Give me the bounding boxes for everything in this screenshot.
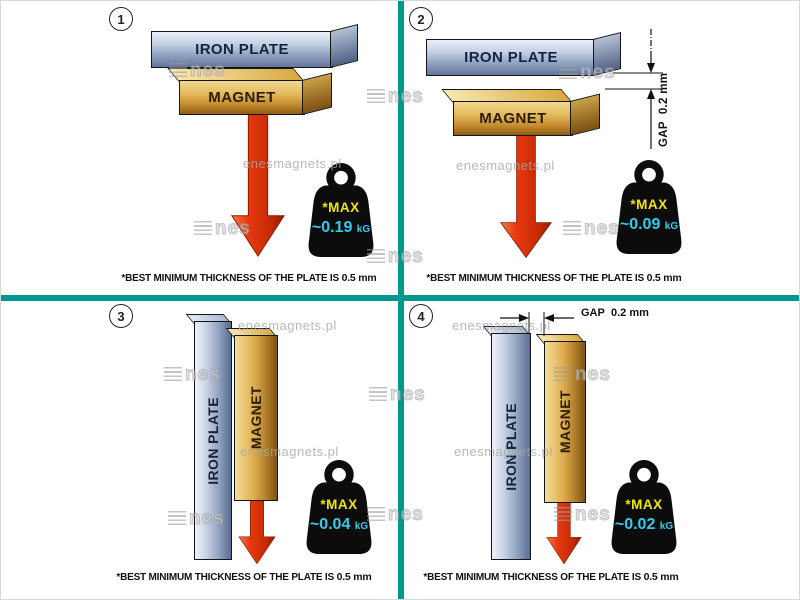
site-watermark: enesmagnets.pl <box>452 318 551 333</box>
site-watermark: enesmagnets.pl <box>456 158 555 173</box>
enes-logo-watermark: nes <box>169 61 226 81</box>
pull-force-arrow <box>231 114 285 257</box>
enes-logo-icon <box>367 248 385 265</box>
iron-plate-label: IRON PLATE <box>205 396 221 485</box>
iron-plate-3: IRON PLATE <box>194 321 232 560</box>
kettlebell-icon <box>611 459 677 555</box>
weight-icon: *MAX ~0.09 kG <box>609 159 689 257</box>
enes-logo-icon <box>369 386 387 403</box>
magnet-label: MAGNET <box>479 110 547 127</box>
iron-plate-label: IRON PLATE <box>195 41 289 58</box>
enes-logo-icon <box>559 64 577 81</box>
enes-logo-watermark: nes <box>559 63 616 83</box>
iron-plate-label: IRON PLATE <box>464 49 558 66</box>
kettlebell-icon <box>306 459 372 555</box>
max-label: *MAX <box>625 497 663 512</box>
weight-icon: *MAX ~0.04 kG <box>299 459 379 557</box>
enes-logo-icon <box>563 220 581 237</box>
panel-2-caption: *BEST MINIMUM THICKNESS OF THE PLATE IS … <box>426 272 682 284</box>
enes-logo-icon <box>168 510 186 527</box>
site-watermark: enesmagnets.pl <box>238 318 337 333</box>
gap-label-vertical: GAP 0.2 mm <box>658 72 670 147</box>
panel-1-caption: *BEST MINIMUM THICKNESS OF THE PLATE IS … <box>121 272 377 284</box>
magnet-label: MAGNET <box>557 390 573 454</box>
panel-4-number: 4 <box>409 304 433 328</box>
enes-logo-watermark: nes <box>554 505 611 525</box>
max-label: *MAX <box>322 200 360 215</box>
magnet-side-face <box>302 72 332 115</box>
horizontal-divider <box>1 295 799 301</box>
site-watermark: enesmagnets.pl <box>240 444 339 459</box>
max-force-value: ~0.09 kG <box>619 216 679 233</box>
magnet-2: MAGNET <box>453 101 573 136</box>
enes-logo-watermark: nes <box>367 247 424 267</box>
magnet-label: MAGNET <box>248 386 264 450</box>
magnet-1: MAGNET <box>179 80 305 115</box>
pull-force-arrow <box>499 135 553 259</box>
weight-icon: *MAX ~0.19 kG <box>301 162 381 260</box>
site-watermark: enesmagnets.pl <box>243 156 342 171</box>
iron-plate-side-face <box>330 24 358 69</box>
enes-logo-icon <box>554 506 572 523</box>
enes-logo-icon <box>169 62 187 79</box>
panel-3-caption: *BEST MINIMUM THICKNESS OF THE PLATE IS … <box>116 571 372 583</box>
magnet-3: MAGNET <box>234 335 278 501</box>
weight-icon: *MAX ~0.02 kG <box>604 459 684 557</box>
enes-logo-icon <box>164 366 182 383</box>
panel-2-number: 2 <box>409 7 433 31</box>
panel-4-caption: *BEST MINIMUM THICKNESS OF THE PLATE IS … <box>423 571 679 583</box>
enes-logo-watermark: nes <box>164 365 221 385</box>
site-watermark: enesmagnets.pl <box>454 444 553 459</box>
iron-plate-4: IRON PLATE <box>491 333 531 560</box>
panel-1-number: 1 <box>109 7 133 31</box>
enes-logo-watermark: nes <box>554 365 611 385</box>
enes-logo-icon <box>554 366 572 383</box>
panel-3-number: 3 <box>109 304 133 328</box>
magnet-label: MAGNET <box>208 89 276 106</box>
iron-plate-1: IRON PLATE <box>151 31 333 68</box>
enes-logo-watermark: nes <box>168 509 225 529</box>
kettlebell-icon <box>616 159 682 255</box>
gap-label-horizontal: GAP 0.2 mm <box>581 307 649 319</box>
max-force-value: ~0.04 kG <box>309 516 369 533</box>
enes-logo-watermark: nes <box>563 219 620 239</box>
max-force-value: ~0.02 kG <box>614 516 674 533</box>
kettlebell-icon <box>308 162 374 258</box>
enes-logo-watermark: nes <box>367 87 424 107</box>
enes-logo-watermark: nes <box>194 219 251 239</box>
enes-logo-watermark: nes <box>367 505 424 525</box>
enes-logo-icon <box>367 88 385 105</box>
enes-logo-icon <box>367 506 385 523</box>
enes-logo-watermark: nes <box>369 385 426 405</box>
gap-dimension-lines <box>605 29 663 149</box>
max-label: *MAX <box>320 497 358 512</box>
max-force-value: ~0.19 kG <box>311 219 371 236</box>
gap-dimension-lines <box>500 312 574 336</box>
enes-logo-icon <box>194 220 212 237</box>
max-label: *MAX <box>630 197 668 212</box>
